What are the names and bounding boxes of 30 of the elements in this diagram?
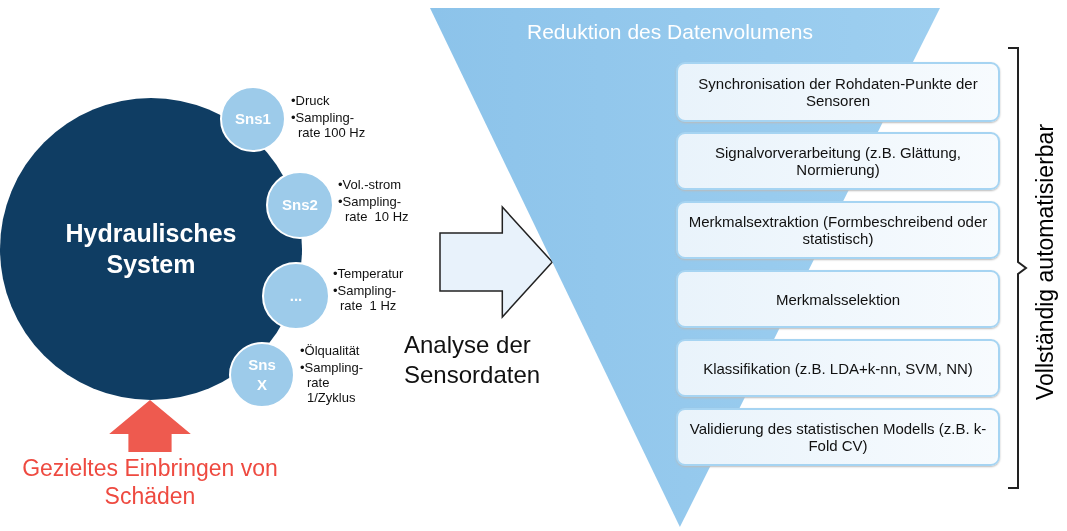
side-label: Vollständig automatisierbar — [1031, 122, 1059, 403]
sensor-note: •Sampling- rate 1 Hz — [333, 283, 398, 313]
sensor-note: •Sampling- rate 10 Hz — [338, 194, 410, 224]
process-box — [676, 201, 1000, 259]
sensor-note: •Vol.-strom — [338, 177, 403, 192]
step-label: Klassifikation (z.B. LDA+k-nn, SVM, NN) — [702, 359, 974, 377]
sensor-note: •Temperatur — [333, 266, 405, 281]
funnel-title: Reduktion des Datenvolumens — [527, 20, 813, 44]
sensor-note: •Druck — [291, 93, 331, 108]
node-label: Sns1 — [234, 109, 272, 129]
sensor-note: •Sampling- rate 100 Hz — [291, 110, 367, 140]
step-label: Synchronisation der Rohdaten-Punkte der Sensoren — [697, 75, 979, 109]
node-label: Sns X — [247, 355, 277, 395]
block-arrow — [439, 205, 554, 319]
step-label: Validierung des statistischen Modells (z.B. k-Fold CV) — [688, 420, 988, 454]
process-box — [676, 132, 1000, 190]
node-label: Hydraulisches System — [64, 218, 238, 280]
block-arrow — [109, 400, 191, 452]
process-box — [676, 270, 1000, 328]
sensor-note: •Sampling- rate 1/Zyklus — [300, 360, 365, 405]
step-label: Signalvorverarbeitung (z.B. Glättung, Normierung) — [714, 144, 962, 178]
node-label: Sns2 — [281, 195, 319, 215]
process-box — [676, 339, 1000, 397]
sensor-note: •Ölqualität — [300, 343, 361, 358]
step-label: Merkmalsextraktion (Formbeschreibend oder statistisch) — [687, 213, 989, 247]
process-box — [676, 62, 1000, 122]
process-box — [676, 408, 1000, 466]
node-label: Gezieltes Einbringen von Schäden — [21, 454, 279, 510]
step-label: Merkmalsselektion — [774, 290, 902, 308]
node-label: ... — [288, 286, 304, 306]
